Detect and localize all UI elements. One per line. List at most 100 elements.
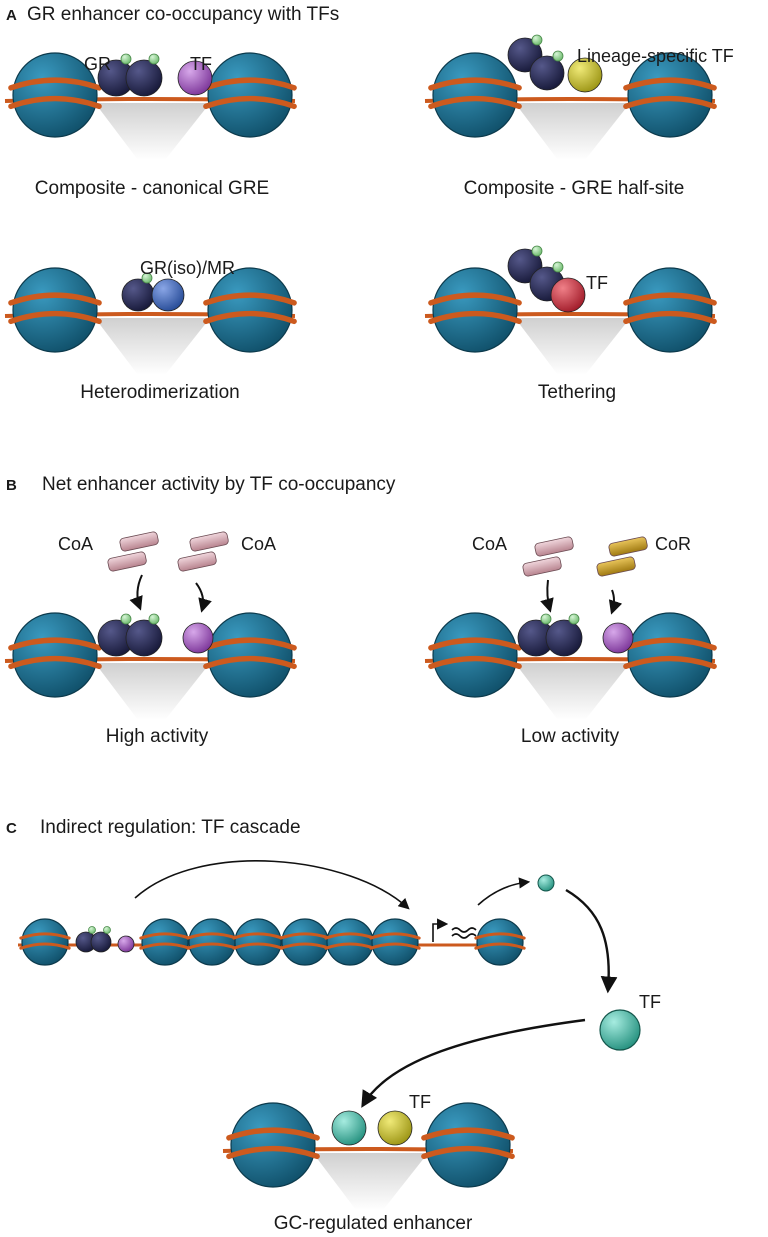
enhancer-base: [424, 267, 717, 375]
nucleosome: [369, 918, 421, 966]
gr-dimer: [97, 53, 163, 97]
enhancer-base: [4, 612, 297, 720]
nucleosome: [186, 918, 238, 966]
tethering-tf-label: TF: [586, 273, 608, 293]
arrow-maturation: [565, 888, 618, 994]
tf-red: [550, 277, 586, 313]
enhancer-region: [515, 318, 630, 375]
tf-mature: [599, 1009, 641, 1051]
gr-dimer: [517, 613, 583, 657]
ligand: [141, 272, 153, 284]
gr-label: GR: [84, 54, 111, 74]
coactivator-right: [177, 531, 229, 572]
scene-gc-regulated-enhancer: [222, 1102, 515, 1210]
enhancer-tf-label: TF: [409, 1092, 431, 1112]
ligand: [120, 613, 132, 625]
gr-dimer-small: [75, 926, 112, 953]
nucleosome: [203, 52, 297, 138]
nucleosome: [203, 267, 297, 353]
ligand: [88, 926, 96, 934]
coa-label: CoA: [472, 534, 507, 554]
panel-b-title: Net enhancer activity by TF co-occupancy: [42, 474, 396, 495]
enhancer-region: [313, 1153, 428, 1210]
scene-composite-half-site: [424, 34, 717, 160]
enhancer-region: [95, 318, 210, 375]
caption-low-activity: Low activity: [521, 726, 620, 747]
scene-high-activity: [4, 612, 297, 720]
nucleosome: [279, 918, 331, 966]
mr-blue: [151, 278, 185, 312]
gr-dimer: [507, 245, 565, 302]
tf-purple-small: [117, 935, 135, 953]
tf-cascade-label: TF: [639, 992, 661, 1012]
gr-dimer: [97, 613, 163, 657]
nucleosome: [226, 1102, 320, 1188]
panel-a-title: GR enhancer co-occupancy with TFs: [27, 4, 339, 25]
nucleosome: [428, 612, 522, 698]
ligand: [568, 613, 580, 625]
tf-purple: [177, 60, 213, 96]
gr-dimer: [507, 34, 565, 91]
caption-composite-canonical: Composite - canonical GRE: [35, 178, 269, 199]
enhancer-region: [95, 663, 210, 720]
arrow-enhancer-to-gene: [134, 860, 410, 910]
tf-nascent: [537, 874, 555, 892]
scene-composite-canonical: [4, 52, 297, 160]
enhancer-region: [515, 663, 630, 720]
coa-right-label: CoA: [241, 534, 276, 554]
nucleosome: [8, 52, 102, 138]
mrna-wave-icon: [451, 927, 477, 939]
lineage-tf-label: Lineage-specific TF: [577, 46, 734, 66]
arrow-cor: [608, 589, 623, 615]
panel-b-letter: B: [6, 477, 17, 494]
enhancer-region: [95, 103, 210, 160]
chromatin-strand: [18, 918, 526, 966]
panel-c-letter: C: [6, 820, 17, 837]
ligand: [552, 261, 564, 273]
caption-gc-regulated-enhancer: GC-regulated enhancer: [274, 1213, 473, 1234]
enhancer-base: [222, 1102, 515, 1210]
tss-arrow: [432, 918, 449, 942]
tf-purple: [182, 622, 214, 654]
gr-mr-label: GR(iso)/MR: [140, 258, 235, 278]
nucleosome: [623, 612, 717, 698]
nucleosome: [623, 52, 717, 138]
ligand: [148, 613, 160, 625]
enhancer-base: [424, 52, 717, 160]
caption-tethering: Tethering: [538, 382, 616, 403]
tf-label: TF: [190, 54, 212, 74]
arrow-coa-right: [195, 582, 212, 613]
nucleosome: [8, 612, 102, 698]
scene-low-activity: [424, 612, 717, 720]
nucleosome: [8, 267, 102, 353]
ligand: [120, 53, 132, 65]
arrow-to-enhancer: [361, 1018, 586, 1108]
nucleosome: [474, 918, 526, 966]
caption-heterodimer: Heterodimerization: [80, 382, 239, 403]
ligand: [531, 245, 543, 257]
nucleosome: [232, 918, 284, 966]
nucleosome: [623, 267, 717, 353]
panel-a-letter: A: [6, 7, 17, 24]
arrow-coa-left: [129, 574, 143, 611]
corepressor: [596, 536, 648, 577]
ligand: [540, 613, 552, 625]
cor-label: CoR: [655, 534, 691, 554]
ligand: [103, 926, 111, 934]
panel-c-title: Indirect regulation: TF cascade: [40, 817, 301, 838]
arrow-to-protein: [477, 877, 531, 906]
caption-composite-half-site: Composite - GRE half-site: [464, 178, 685, 199]
caption-high-activity: High activity: [106, 726, 209, 747]
coactivator-left: [107, 531, 159, 572]
gr-monomer: [121, 272, 155, 312]
coa-left-label: CoA: [58, 534, 93, 554]
enhancer-base: [424, 612, 717, 720]
tf-yellow: [377, 1110, 413, 1146]
tf-teal: [331, 1110, 367, 1146]
nucleosome: [421, 1102, 515, 1188]
ligand: [552, 50, 564, 62]
coactivator: [522, 536, 574, 577]
tf-purple: [602, 622, 634, 654]
nucleosome: [324, 918, 376, 966]
enhancer-base: [4, 52, 297, 160]
